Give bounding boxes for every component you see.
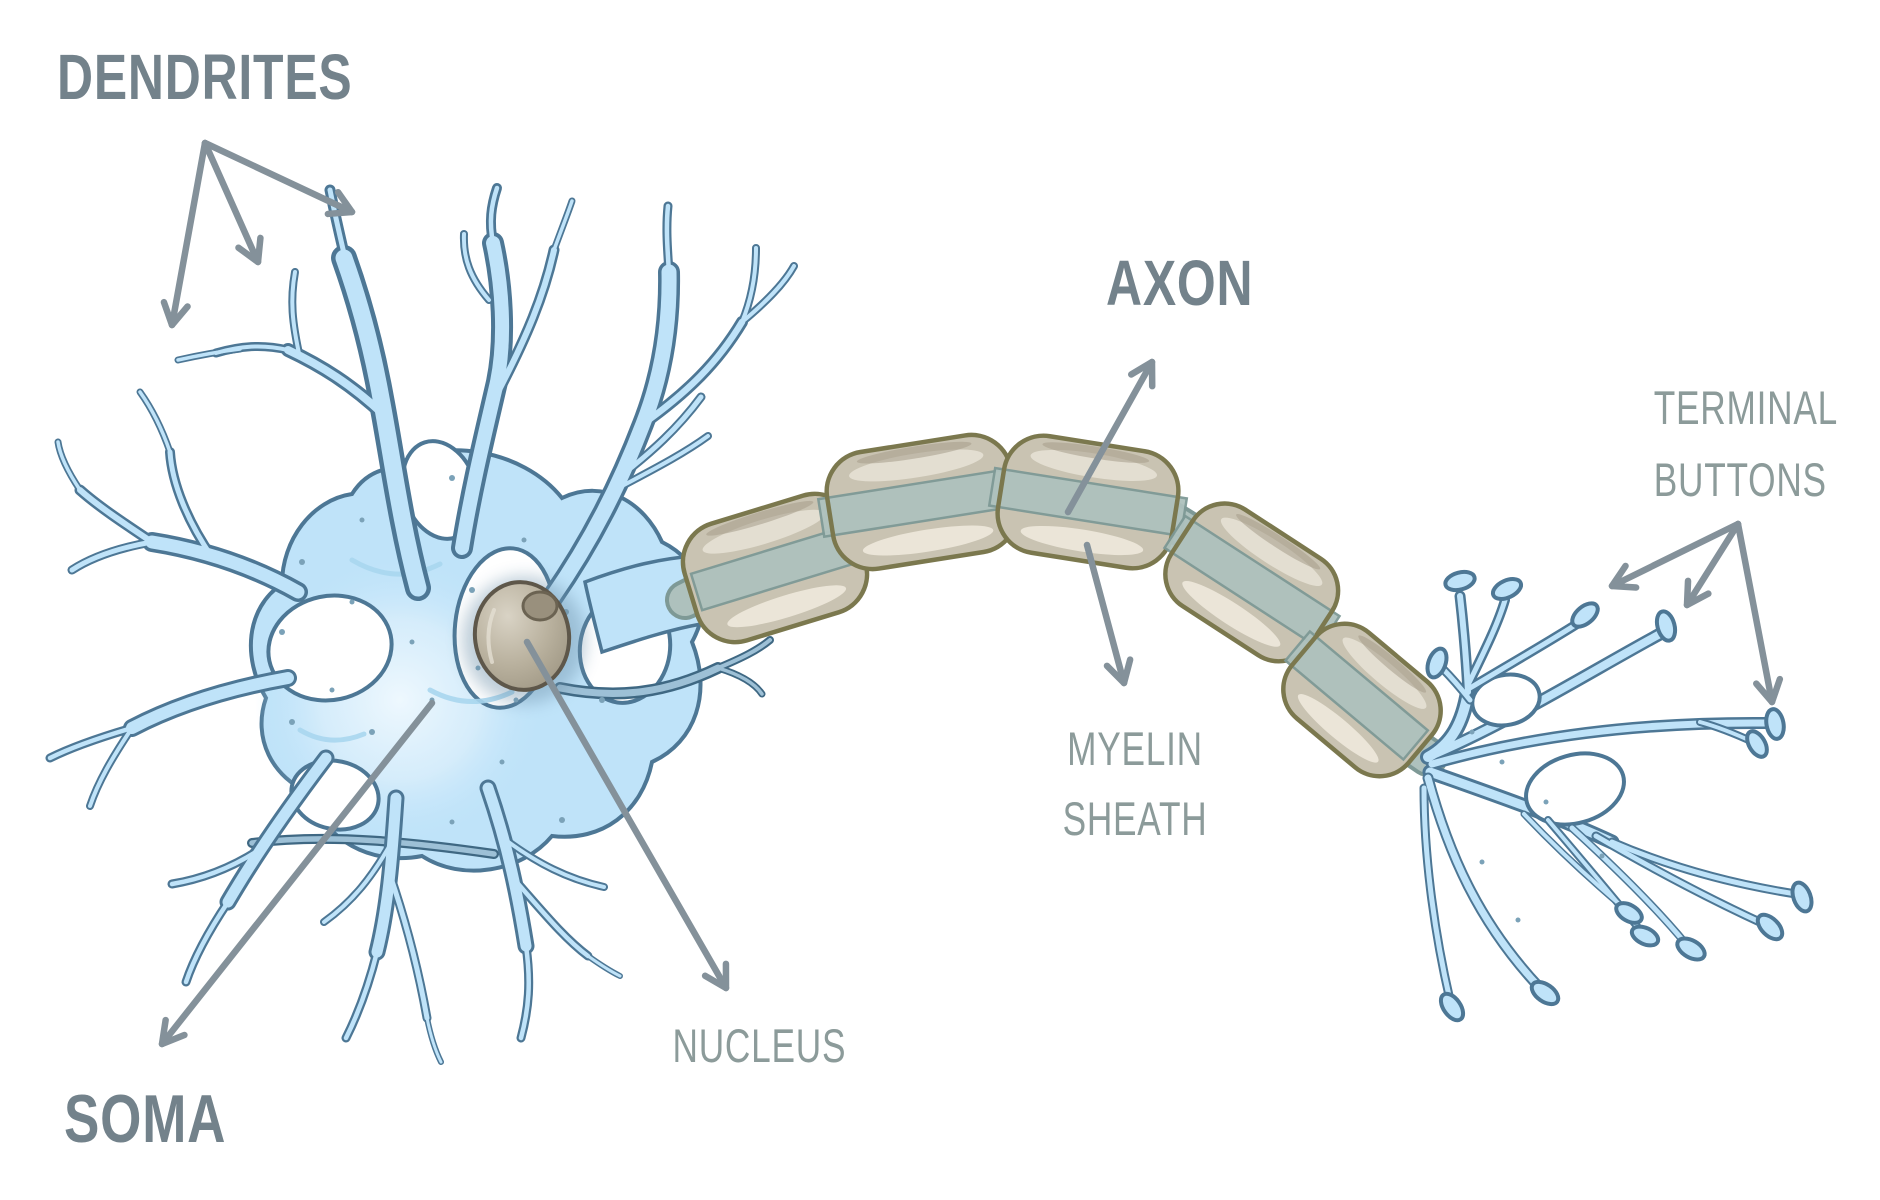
myelin-sheath xyxy=(680,432,1443,779)
soma-arrow xyxy=(158,699,436,1048)
myelin-sheath-arrow xyxy=(1083,541,1134,687)
axon-arrow xyxy=(1064,358,1156,516)
terminal-button-knobs xyxy=(1425,569,1814,1023)
dendrites xyxy=(45,183,798,1065)
nucleus-label: NUCLEUS xyxy=(672,1019,847,1072)
myelin-sheath-label-line1: MYELIN xyxy=(1067,722,1203,775)
terminal-dots xyxy=(1469,729,1605,923)
terminal-buttons-label-line1: TERMINAL xyxy=(1653,381,1838,434)
myelin-sheath-label: MYELIN SHEATH xyxy=(1056,714,1214,854)
terminal-buttons-arrows xyxy=(1608,520,1784,706)
nucleolus-spot xyxy=(521,590,559,622)
terminal-buttons-label-line2: BUTTONS xyxy=(1653,453,1827,506)
myelin-segment xyxy=(1162,501,1342,664)
myelin-segment xyxy=(680,491,874,645)
dendrites-arrows xyxy=(160,139,356,329)
myelin-segment xyxy=(987,433,1189,571)
shadow-dendrites xyxy=(247,636,774,859)
terminal-arbor xyxy=(1419,569,1814,1023)
axon-label: AXON xyxy=(1106,247,1254,319)
terminal-buttons-label: TERMINAL BUTTONS xyxy=(1653,372,1837,516)
callout-arrows xyxy=(158,139,1784,1048)
myelin-segment xyxy=(1281,621,1443,779)
nucleus-arrow xyxy=(523,638,730,992)
myelin-segment xyxy=(816,432,1028,572)
terminal-openings xyxy=(1470,672,1626,827)
axon-hillock xyxy=(582,554,703,655)
nucleus-shape xyxy=(462,576,586,704)
myelin-sheath-label-line2: SHEATH xyxy=(1062,792,1208,845)
soma-label: SOMA xyxy=(64,1081,227,1157)
dendrites-label: DENDRITES xyxy=(57,41,353,113)
